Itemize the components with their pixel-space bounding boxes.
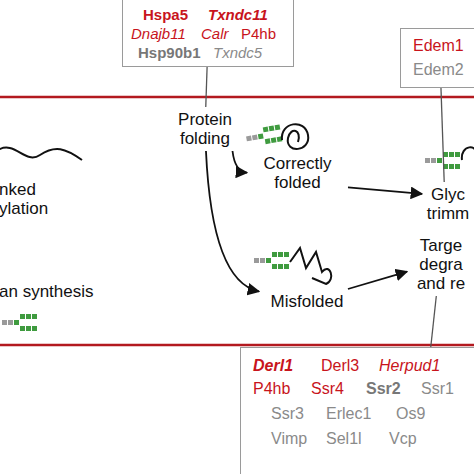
gene-name: Txndc11 <box>208 6 268 23</box>
process-step: Correctly folded <box>250 154 345 192</box>
gene-name: Erlec1 <box>326 405 371 423</box>
process-step: Glyc trimm <box>425 185 471 223</box>
unfolded-chain <box>0 148 82 160</box>
gene-name: Derl3 <box>321 357 359 375</box>
gene-name: Derl1 <box>253 357 293 375</box>
gene-name: Txndc5 <box>213 44 262 61</box>
gene-name: P4hb <box>253 380 290 398</box>
gene-name: Os9 <box>396 405 425 423</box>
step-text: Targe degra and re <box>410 236 472 293</box>
glycan-icon <box>425 152 460 169</box>
gene-name: P4hb <box>241 25 276 42</box>
process-step: Targe degra and re <box>410 236 472 293</box>
gene-name: Vimp <box>271 430 307 448</box>
flow-arrow <box>348 272 407 289</box>
step-text: Misfolded <box>262 292 352 311</box>
folded-protein <box>282 124 308 149</box>
gene-name: Hspa5 <box>143 6 188 23</box>
gene-name: Ssr1 <box>421 380 454 398</box>
gene-name: Edem1 <box>413 37 464 55</box>
gene-name: Sel1l <box>326 430 362 448</box>
step-text: Glyc trimm <box>425 185 471 223</box>
gene-name: Ssr4 <box>311 380 344 398</box>
gene-name: Edem2 <box>413 61 464 79</box>
flow-arrow <box>348 187 422 193</box>
gene-name: Calr <box>201 25 229 42</box>
gene-name: Hsp90b1 <box>138 44 201 61</box>
gene-name: Vcp <box>389 430 417 448</box>
glycan-icon <box>245 124 282 147</box>
gene-name: Herpud1 <box>379 357 440 375</box>
gene-box: Edem1Edem2 <box>400 28 474 88</box>
gene-name: Ssr2 <box>366 380 401 398</box>
glycan-icon <box>2 314 37 331</box>
leader-line <box>441 88 444 182</box>
gene-name: Dnajb11 <box>131 25 186 42</box>
text-label: nked ylation <box>0 180 57 218</box>
leader-line <box>431 296 437 347</box>
step-text: Correctly folded <box>250 154 345 192</box>
gene-box: Derl1 Derl3 Herpud1P4hb Ssr4 Ssr2 Ssr1Ssr3 Erl… <box>240 347 474 474</box>
gene-name: Ssr3 <box>271 405 304 423</box>
step-text: Protein folding <box>165 110 245 148</box>
process-step: Protein folding <box>165 110 245 148</box>
text-label: an synthesis <box>0 282 119 301</box>
process-step: Misfolded <box>262 292 352 311</box>
glycan-icon <box>254 252 289 269</box>
misfolded-protein <box>290 248 331 284</box>
gene-box: Hspa5 Txndc11Dnajb11 Calr P4hbHsp90b1 Txndc5 <box>122 0 294 67</box>
flow-arrow <box>233 151 248 173</box>
er-frame <box>0 97 474 345</box>
folded-protein <box>462 147 474 160</box>
flow-arrow <box>206 151 259 291</box>
leader-line <box>206 67 207 107</box>
